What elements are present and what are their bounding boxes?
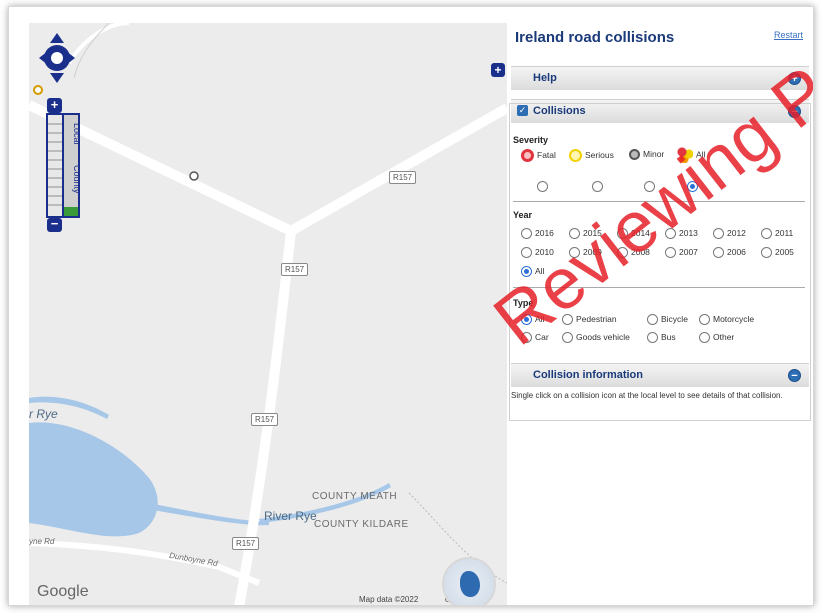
app-window: R157 R157 R157 R157 COUNTY MEATH COUNTY … <box>8 6 814 606</box>
restart-link[interactable]: Restart <box>773 30 803 40</box>
year-option[interactable]: 2006 <box>713 247 746 259</box>
collision-info-text: Single click on a collision icon at the … <box>511 391 783 400</box>
zoom-out-button[interactable]: − <box>47 217 62 232</box>
county-label: COUNTY KILDARE <box>314 519 409 530</box>
year-option[interactable]: 2010 <box>521 247 554 259</box>
google-logo: Google <box>37 583 89 600</box>
page-title: Ireland road collisions <box>515 29 675 46</box>
year-option[interactable]: 2009 <box>569 247 602 259</box>
road-label: R157 <box>389 171 417 184</box>
year-option[interactable]: 2014 <box>617 228 650 240</box>
severity-fatal-radio[interactable] <box>537 181 548 192</box>
year-option[interactable]: 2013 <box>665 228 698 240</box>
expand-icon[interactable]: + <box>788 72 801 85</box>
type-option[interactable]: Pedestrian <box>562 314 617 326</box>
severity-serious: Serious <box>569 149 614 162</box>
fatal-icon <box>521 149 534 162</box>
collisions-body <box>509 103 811 421</box>
collisions-label: Collisions <box>533 105 586 117</box>
road-label: R157 <box>232 537 260 550</box>
divider <box>513 287 805 288</box>
year-option[interactable]: 2005 <box>761 247 794 259</box>
type-option[interactable]: Motorcycle <box>699 314 754 326</box>
collision-info-label: Collision information <box>533 369 643 381</box>
serious-icon <box>569 149 582 162</box>
severity-all: All <box>677 147 705 163</box>
severity-title: Severity <box>513 135 549 145</box>
pan-control[interactable] <box>39 33 75 83</box>
severity-minor-radio[interactable] <box>644 181 655 192</box>
health-atlas-seal <box>442 557 496 605</box>
severity-all-radio[interactable] <box>687 181 698 192</box>
year-option-all[interactable]: All <box>521 266 544 278</box>
type-option[interactable]: Bus <box>647 332 676 344</box>
county-label: COUNTY MEATH <box>312 491 398 502</box>
year-option[interactable]: 2016 <box>521 228 554 240</box>
help-section-header[interactable]: Help + <box>511 66 809 90</box>
year-option[interactable]: 2011 <box>761 228 793 240</box>
river-label: r Rye <box>29 407 58 421</box>
severity-minor: Minor <box>629 149 664 161</box>
collapse-icon[interactable]: − <box>788 369 801 382</box>
year-option[interactable]: 2008 <box>617 247 650 259</box>
severity-serious-radio[interactable] <box>592 181 603 192</box>
minor-icon <box>629 149 640 161</box>
type-option[interactable]: Car <box>521 332 549 344</box>
street-label: yne Rd <box>29 537 55 546</box>
help-label: Help <box>533 72 557 84</box>
year-option[interactable]: 2015 <box>569 228 602 240</box>
collisions-checkbox[interactable]: ✓ <box>517 105 528 116</box>
type-title: Type <box>513 298 534 308</box>
zoom-in-button[interactable]: + <box>47 98 62 113</box>
year-option[interactable]: 2007 <box>665 247 698 259</box>
zoom-level-label-county: County <box>72 165 80 194</box>
side-panel: Ireland road collisions Restart Help + ✓… <box>507 23 813 605</box>
type-option[interactable]: Bicycle <box>647 314 688 326</box>
severity-fatal: Fatal <box>521 149 556 162</box>
zoom-slider[interactable]: Local County <box>46 113 80 218</box>
year-title: Year <box>513 210 533 220</box>
zoom-level-label-local: Local <box>72 123 80 145</box>
collapse-icon[interactable]: − <box>788 105 801 118</box>
road-label: R157 <box>281 263 309 276</box>
type-option-all[interactable]: All <box>521 314 544 326</box>
map-view[interactable]: R157 R157 R157 R157 COUNTY MEATH COUNTY … <box>29 23 507 605</box>
divider <box>513 201 805 202</box>
year-option[interactable]: 2012 <box>713 228 746 240</box>
all-severity-icon <box>677 147 693 163</box>
type-option[interactable]: Goods vehicle <box>562 332 630 344</box>
collision-info-header[interactable]: Collision information − <box>511 363 809 387</box>
collision-marker-icon[interactable] <box>33 85 43 95</box>
river-label: River Rye <box>264 509 317 523</box>
expand-panel-button[interactable]: + <box>491 63 505 77</box>
road-label: R157 <box>251 413 279 426</box>
type-option[interactable]: Other <box>699 332 734 344</box>
